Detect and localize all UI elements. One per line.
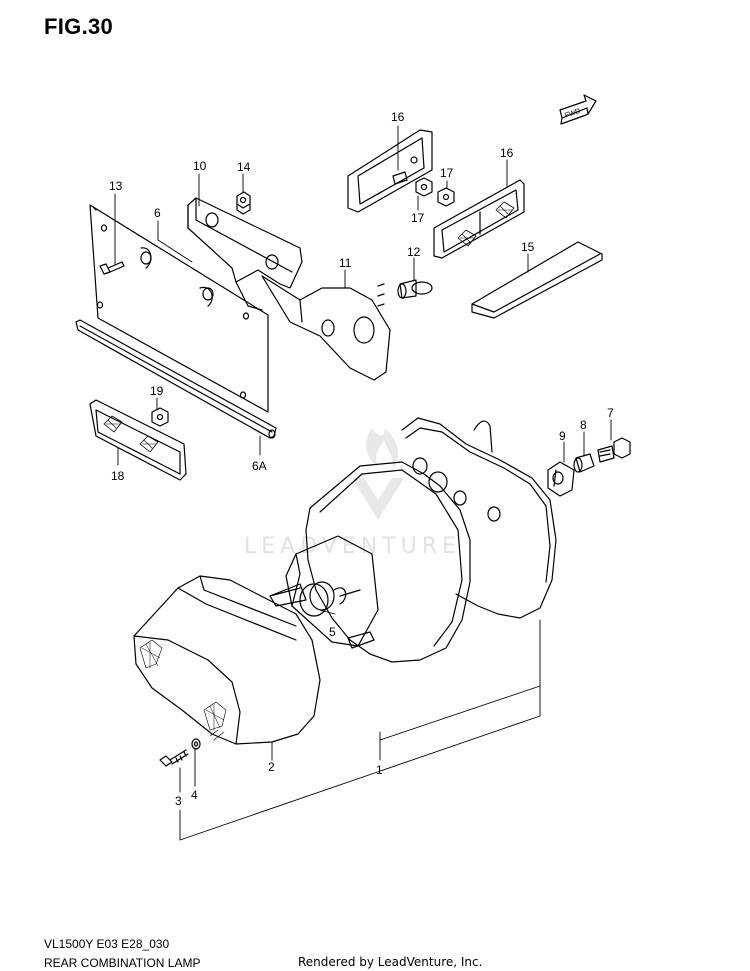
nut-17-a: [392, 171, 408, 185]
callout-6: 6: [154, 206, 161, 220]
callout-11: 11: [339, 256, 352, 270]
callout-13: 13: [109, 179, 123, 193]
figure-title: FIG.30: [44, 14, 114, 39]
callout-labels: 16 10 14 16 17 17 13 6 11 12 15 19 6A 18…: [109, 110, 614, 808]
callout-3: 3: [175, 794, 182, 808]
bolt-13: [99, 261, 125, 275]
screw-3: [159, 749, 189, 767]
nut-19: [151, 407, 169, 427]
callout-9: 9: [559, 429, 566, 443]
washer-4: [191, 738, 201, 750]
callout-1: 1: [376, 763, 383, 777]
callout-6a: 6A: [252, 459, 267, 473]
figure-caption: REAR COMBINATION LAMP: [44, 956, 201, 970]
callout-5: 5: [329, 625, 336, 639]
callout-10: 10: [193, 159, 207, 173]
side-reflector-18: [89, 399, 187, 481]
reflector-16-upper: [347, 129, 433, 213]
callout-19: 19: [150, 384, 164, 398]
lamp-housing: [269, 417, 557, 663]
reflector-16-right: [433, 179, 525, 259]
model-code: VL1500Y E03 E28_030: [44, 937, 170, 951]
fwd-arrow-icon: FWD: [559, 94, 597, 125]
callout-14: 14: [237, 160, 251, 174]
callout-15: 15: [521, 240, 535, 254]
callout-8: 8: [580, 418, 587, 432]
mount-bracket-10: [187, 197, 303, 311]
rendered-by-credit: Rendered by LeadVenture, Inc.: [298, 955, 483, 969]
nut-17-b: [415, 177, 433, 197]
screw-7: [597, 437, 631, 463]
watermark-text: LEADVENTURE: [244, 534, 461, 559]
callout-2: 2: [268, 760, 275, 774]
callout-16-right: 16: [500, 146, 514, 160]
spacer-8: [573, 453, 595, 473]
leader-lines: [114, 125, 612, 841]
collar-12: [397, 279, 433, 299]
callout-7: 7: [607, 406, 614, 420]
trim-strip: [75, 319, 277, 439]
nut-14: [236, 191, 251, 215]
watermark: LEADVENTURE: [244, 428, 461, 559]
bracket-11: [261, 275, 391, 381]
callout-12: 12: [407, 245, 421, 259]
lens-2: [133, 575, 321, 745]
callout-4: 4: [191, 788, 198, 802]
callout-17-upper: 17: [440, 166, 454, 180]
callout-18: 18: [111, 469, 125, 483]
nut-17-c: [437, 187, 455, 207]
callout-17-lower: 17: [411, 211, 425, 225]
strip-15: [471, 241, 603, 319]
grommet-9: [547, 461, 575, 497]
callout-16-upper: 16: [391, 110, 405, 124]
license-plate-bracket: [89, 204, 269, 413]
